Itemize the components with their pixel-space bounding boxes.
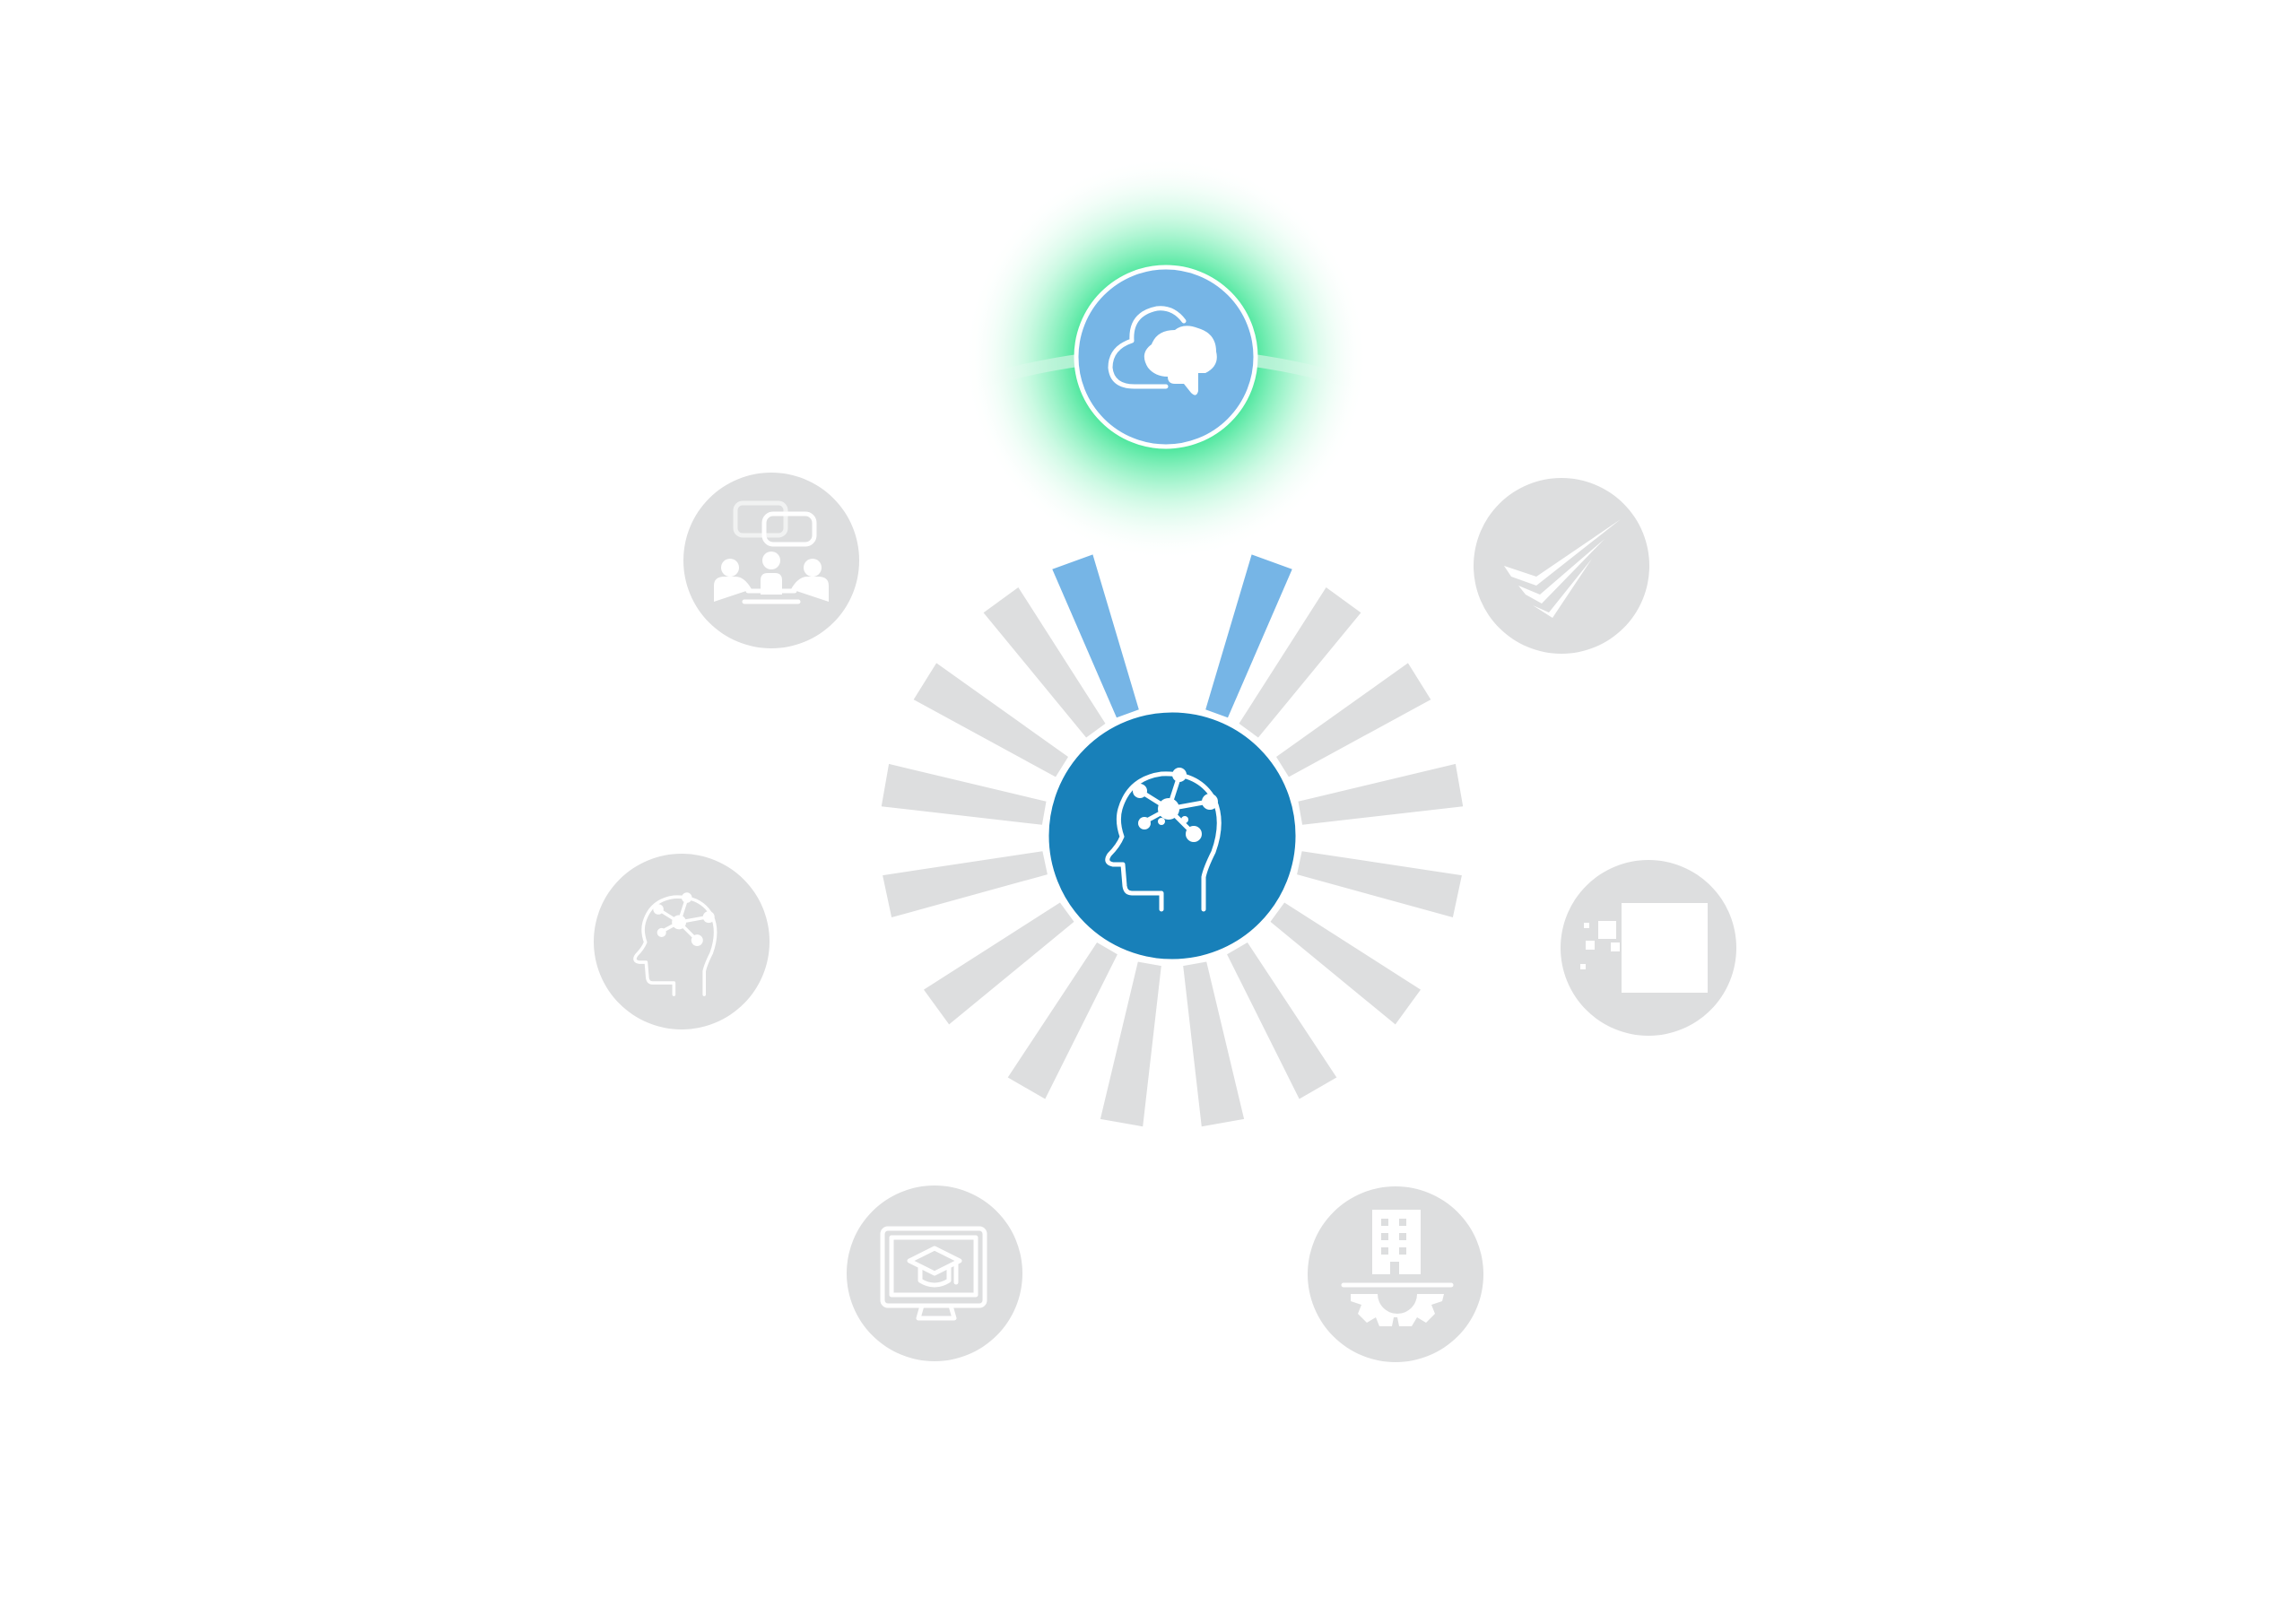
ray	[883, 851, 1048, 917]
node-cloud-brain[interactable]	[1074, 265, 1258, 449]
ray	[1297, 851, 1462, 917]
ray	[1183, 961, 1245, 1127]
digital-pixels-icon	[1580, 903, 1708, 993]
ray	[881, 763, 1047, 825]
ray	[1227, 942, 1337, 1099]
center-node-head-network[interactable]	[1044, 708, 1300, 964]
node-checkmark-wings[interactable]	[1474, 478, 1649, 654]
head-network-icon	[1105, 768, 1222, 912]
ray	[1007, 942, 1118, 1099]
ray	[1100, 961, 1161, 1127]
ray-active	[1052, 554, 1139, 718]
node-checkmark-wings-circle	[1474, 478, 1649, 654]
center-node-circle	[1044, 708, 1300, 964]
ray	[1270, 902, 1421, 1025]
node-group-discussion[interactable]	[683, 473, 859, 648]
monitor-graduation-icon	[880, 1226, 987, 1321]
cloud-brain-icon	[1108, 306, 1217, 395]
node-building-gear[interactable]	[1308, 1186, 1483, 1362]
group-discussion-icon	[714, 500, 829, 604]
node-head-network[interactable]	[594, 854, 770, 1029]
head-network-icon	[633, 892, 718, 996]
sunburst-rays	[881, 554, 1464, 1127]
ray	[1276, 663, 1431, 777]
node-digital-pixels[interactable]	[1561, 860, 1736, 1036]
ray	[983, 587, 1106, 738]
node-head-network-circle	[594, 854, 770, 1029]
ray	[924, 902, 1074, 1025]
ray	[1298, 763, 1464, 825]
node-monitor-graduation[interactable]	[847, 1185, 1022, 1361]
ray	[913, 663, 1068, 777]
building-gear-icon	[1341, 1210, 1454, 1326]
ray	[1239, 587, 1361, 738]
ray-active	[1205, 554, 1292, 718]
